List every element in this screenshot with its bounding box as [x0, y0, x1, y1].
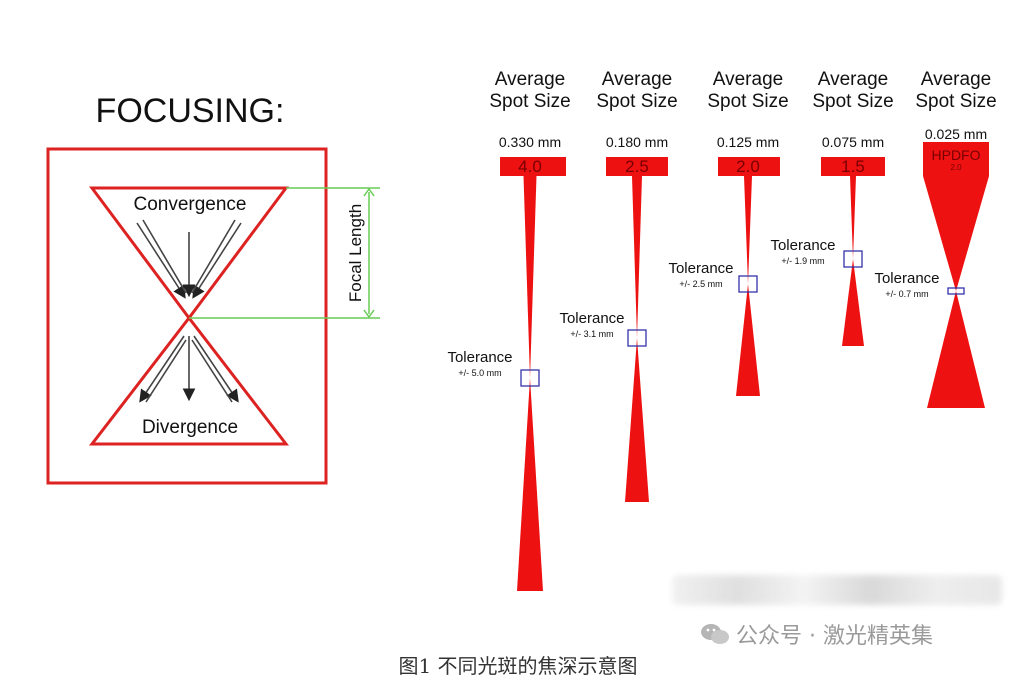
tolerance-label: Tolerance	[874, 270, 939, 287]
tolerance-box	[738, 275, 758, 293]
spot-header-line2: Spot Size	[707, 91, 788, 112]
spot-header-line1: Average	[602, 69, 672, 90]
figure-caption: 图1 不同光斑的焦深示意图	[398, 654, 638, 678]
convergence-label: Convergence	[133, 194, 246, 215]
beam-lower-cone	[842, 259, 864, 346]
spot-size-value: 0.180 mm	[606, 134, 668, 150]
wechat-icon	[701, 624, 729, 644]
lens-bar	[606, 157, 668, 176]
lens-label: 1.5	[841, 157, 865, 176]
spot-header-line2: Spot Size	[489, 91, 570, 112]
beam-lower-cone	[517, 378, 543, 591]
spot-header-line2: Spot Size	[596, 91, 677, 112]
spot-header-line1: Average	[495, 69, 565, 90]
tolerance-value: +/- 1.9 mm	[781, 256, 824, 266]
focal-length-label: Focal Length	[346, 204, 365, 302]
tolerance-box	[520, 369, 540, 387]
watermark: 公众号 · 激光精英集	[700, 618, 933, 650]
beam-lower-cone	[625, 338, 649, 502]
tolerance-box	[947, 287, 965, 295]
divergence-label: Divergence	[142, 417, 238, 438]
tolerance-label: Tolerance	[668, 260, 733, 277]
tolerance-value: +/- 5.0 mm	[458, 368, 501, 378]
beam-upper-cone	[523, 176, 537, 378]
beam-lower-cone	[736, 284, 760, 396]
spot-header-line2: Spot Size	[915, 91, 996, 112]
lens-bar	[718, 157, 780, 176]
lens-bar	[821, 157, 885, 176]
spot-header-line1: Average	[818, 69, 888, 90]
tolerance-value: +/- 3.1 mm	[570, 329, 613, 339]
spot-size-value: 0.025 mm	[925, 126, 987, 142]
beam-upper-cone	[850, 176, 856, 259]
focusing-frame	[46, 147, 328, 485]
lens-bar	[923, 142, 989, 176]
spot-header-line1: Average	[713, 69, 783, 90]
spot-size-value: 0.125 mm	[717, 134, 779, 150]
tolerance-value: +/- 2.5 mm	[679, 279, 722, 289]
focusing-title: FOCUSING:	[96, 92, 285, 130]
spot-size-value: 0.330 mm	[499, 134, 561, 150]
converging-arrows	[136, 219, 242, 299]
spot-header-line2: Spot Size	[812, 91, 893, 112]
watermark-text: 公众号 · 激光精英集	[736, 624, 933, 649]
spot-size-value: 0.075 mm	[822, 134, 884, 150]
lens-label: 4.0	[518, 157, 542, 176]
beam-upper-cone	[744, 176, 752, 284]
diverging-arrows	[139, 335, 239, 403]
beam-upper-cone	[632, 176, 642, 338]
lens-bar	[500, 157, 566, 176]
spot-header-line1: Average	[921, 69, 991, 90]
tolerance-label: Tolerance	[447, 349, 512, 366]
blurred-watermark-strip	[672, 575, 1002, 605]
lens-sublabel: 2.0	[950, 163, 962, 172]
focal-length-guides	[189, 187, 380, 319]
tolerance-label: Tolerance	[770, 237, 835, 254]
lens-label: 2.0	[736, 157, 760, 176]
beam-lower-cone	[927, 291, 985, 408]
lens-label: HPDFO	[932, 147, 981, 163]
beam-upper-cone	[923, 176, 989, 291]
tolerance-box	[843, 250, 863, 268]
tolerance-value: +/- 0.7 mm	[885, 289, 928, 299]
tolerance-box	[627, 329, 647, 347]
tolerance-label: Tolerance	[559, 310, 624, 327]
lens-label: 2.5	[625, 157, 649, 176]
